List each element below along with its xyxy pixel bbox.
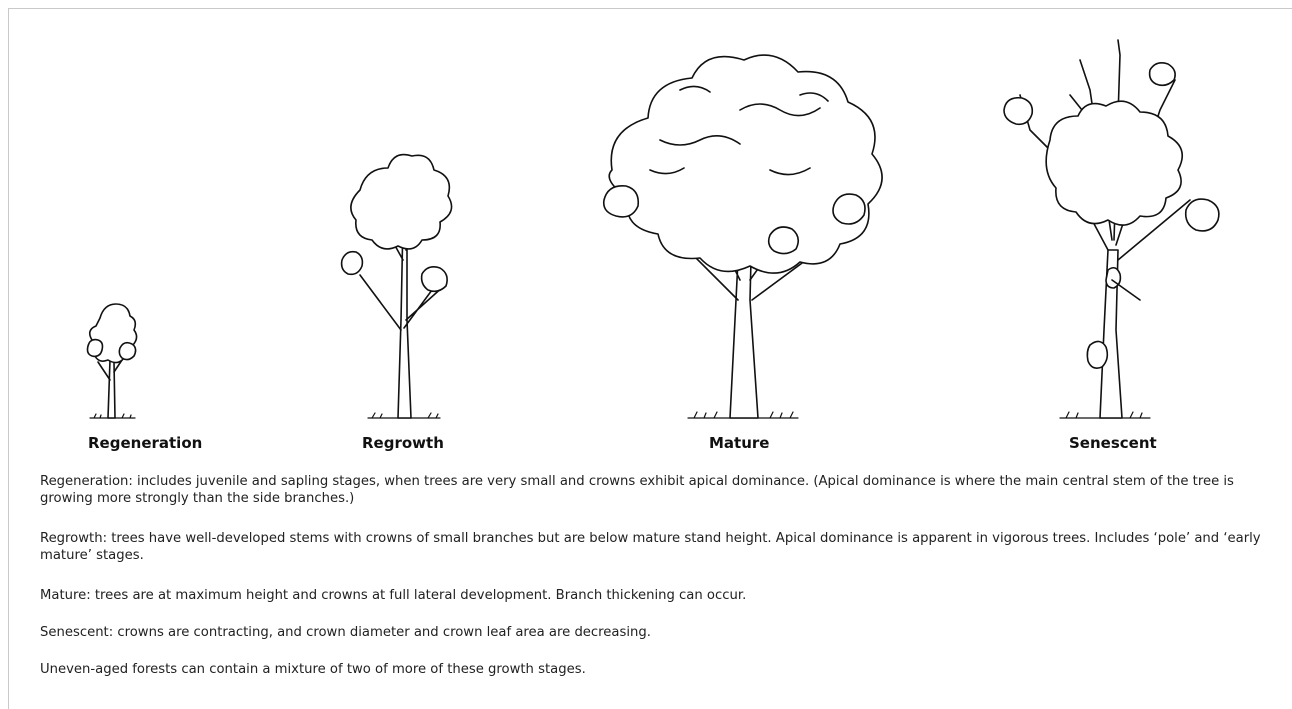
stage-label-regeneration: Regeneration bbox=[88, 434, 203, 452]
stage-label-regrowth: Regrowth bbox=[362, 434, 444, 452]
description-regeneration: Regeneration: includes juvenile and sapl… bbox=[40, 474, 1234, 506]
regeneration-tree-icon bbox=[86, 303, 138, 419]
description-senescent: Senescent: crowns are contracting, and c… bbox=[40, 625, 651, 640]
frame-left-border bbox=[8, 8, 9, 709]
description-mature: Mature: trees are at maximum height and … bbox=[40, 588, 747, 603]
mature-tree-icon bbox=[602, 54, 883, 419]
stage-label-mature: Mature bbox=[709, 434, 770, 452]
senescent-tree-icon bbox=[1003, 39, 1220, 419]
description-uneven-aged: Uneven-aged forests can contain a mixtur… bbox=[40, 662, 586, 677]
description-regrowth: Regrowth: trees have well-developed stem… bbox=[40, 531, 1261, 563]
growth-stages-illustration: .ol { fill: #ffffff; stroke: #111; strok… bbox=[86, 39, 1220, 419]
regrowth-tree-icon bbox=[340, 153, 453, 419]
stage-label-senescent: Senescent bbox=[1069, 434, 1157, 452]
frame-top-border bbox=[8, 8, 1292, 9]
